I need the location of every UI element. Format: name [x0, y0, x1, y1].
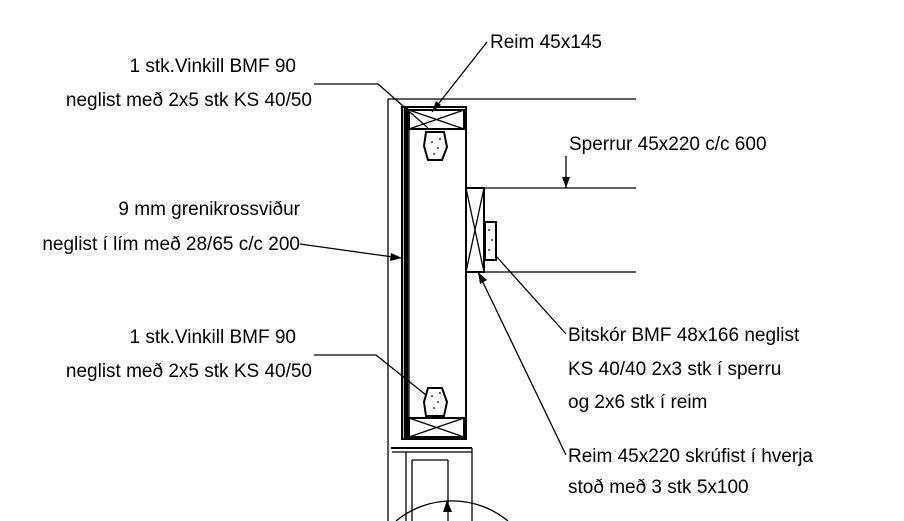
label-sperrur: Sperrur 45x220 c/c 600: [569, 134, 767, 155]
label-reim-45x145: Reim 45x145: [490, 32, 602, 53]
label-reim-45x220-line1: Reim 45x220 skrúfist í hverja: [568, 446, 813, 467]
angle-bracket-bottom: [422, 387, 449, 417]
label-vinkill-top-line1: 1 stk.Vinkill BMF 90: [130, 56, 296, 77]
beam-reim-45x220: [401, 106, 467, 440]
joist-hanger-bitskor: [484, 221, 497, 261]
bottom-plate-cross: [408, 417, 465, 438]
label-reim-45x220-line2: stoð með 3 stk 5x100: [568, 477, 749, 498]
label-vinkill-bottom-line2: neglist með 2x5 stk KS 40/50: [66, 361, 312, 382]
label-bitskor-line2: KS 40/40 2x3 stk í sperru: [568, 359, 781, 380]
label-krossvidur-line1: 9 mm grenikrossviður: [118, 199, 300, 220]
label-bitskor-line3: og 2x6 stk í reim: [568, 392, 707, 413]
label-krossvidur-line2: neglist í lím með 28/65 c/c 200: [42, 234, 300, 255]
label-vinkill-top-line2: neglist með 2x5 stk KS 40/50: [66, 90, 312, 111]
label-vinkill-bottom-line1: 1 stk.Vinkill BMF 90: [130, 327, 296, 348]
wall-outline: [387, 98, 636, 521]
section-marker-circle: [395, 500, 509, 521]
label-bitskor-line1: Bitskór BMF 48x166 neglist: [568, 325, 800, 346]
section-marker-arrow: [443, 500, 452, 512]
leader-lines: [299, 41, 570, 456]
top-plate-cross: [408, 109, 465, 130]
angle-bracket-top: [422, 131, 449, 161]
